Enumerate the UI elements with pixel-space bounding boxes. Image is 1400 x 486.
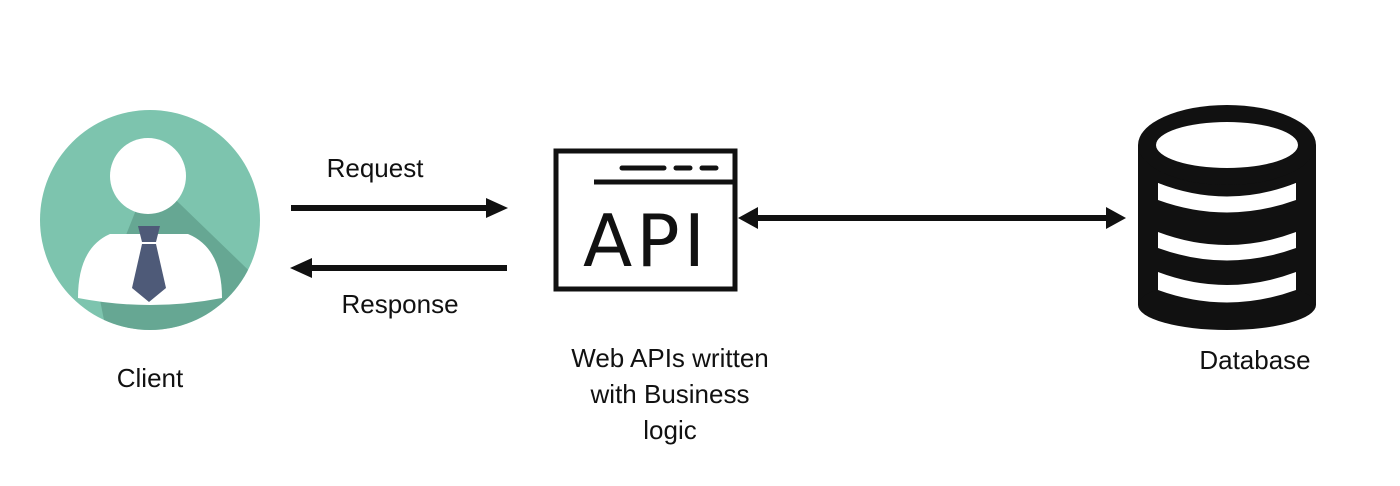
api-window-icon: API: [553, 148, 738, 292]
tie-icon: [132, 226, 166, 302]
api-caption-line: with Business: [590, 379, 750, 409]
request-arrow: [291, 198, 508, 218]
database-label: Database: [1199, 345, 1311, 375]
api-icon-text: API: [583, 199, 709, 283]
client-label: Client: [116, 363, 184, 393]
api-caption: Web APIs written with Business logic: [530, 340, 810, 448]
database-icon: [1138, 105, 1316, 330]
request-label: Request: [326, 153, 424, 183]
response-label: Response: [341, 289, 459, 319]
client-avatar-icon: [40, 110, 260, 330]
api-caption-line: logic: [643, 415, 697, 445]
api-database-arrow: [738, 207, 1126, 229]
api-caption-line: Web APIs written: [571, 343, 769, 373]
response-arrow: [290, 258, 507, 278]
